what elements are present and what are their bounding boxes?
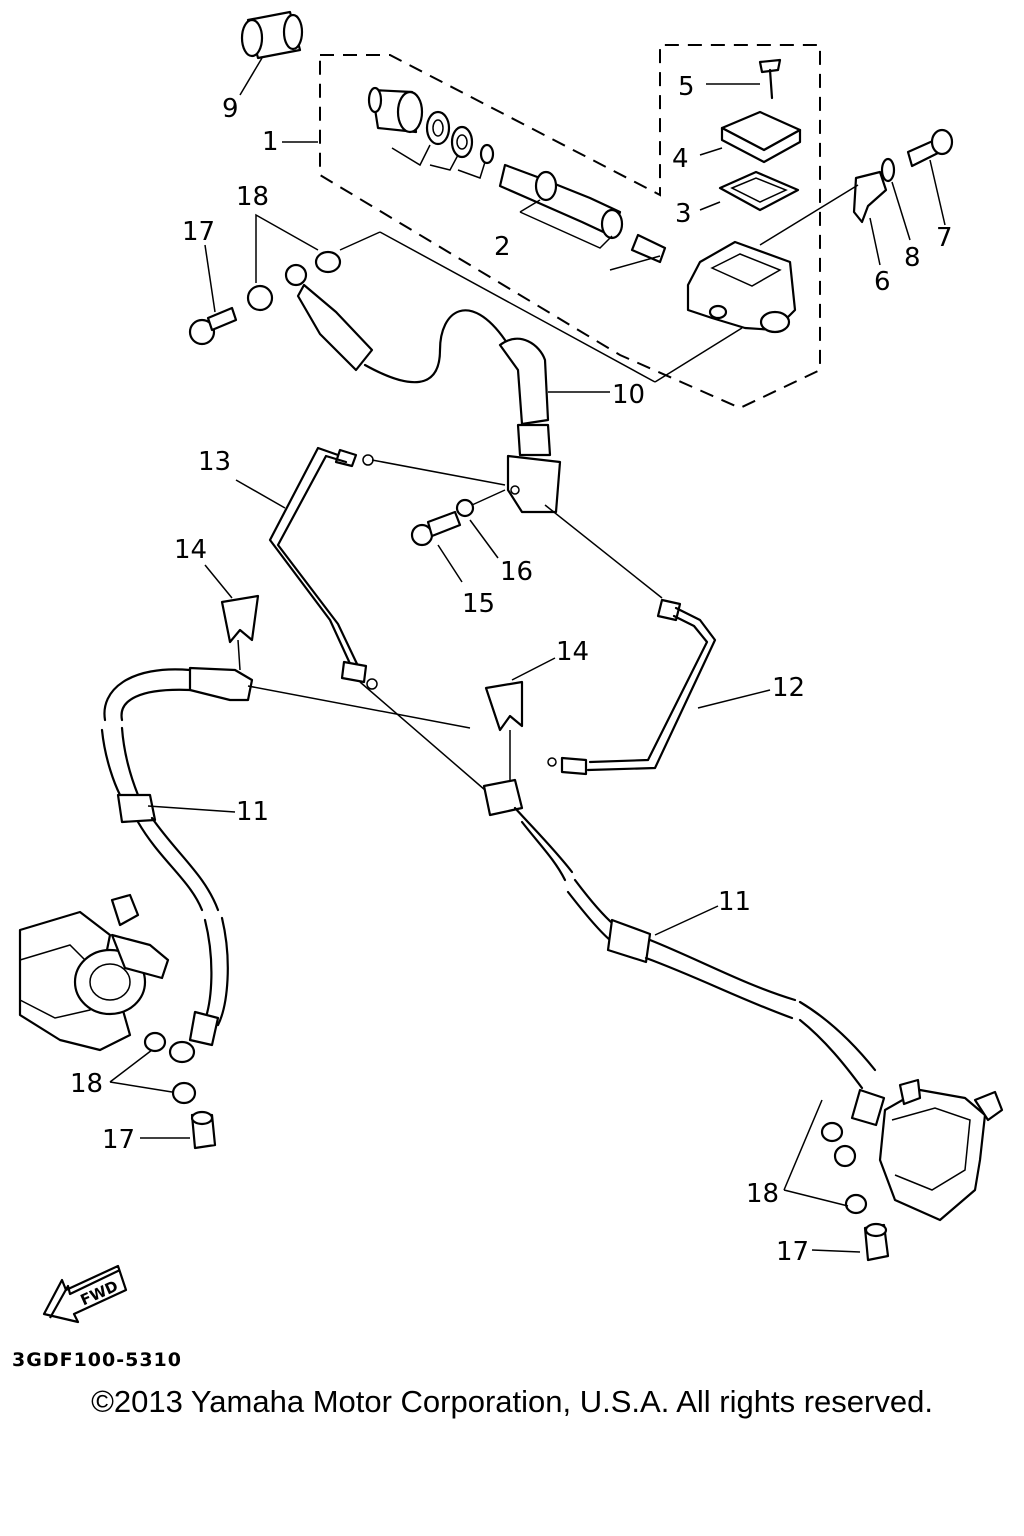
callout-10: 10 — [612, 380, 645, 410]
left-caliper-fasteners — [109, 1049, 217, 1150]
right-caliper-fasteners — [783, 1099, 890, 1262]
bolt-part-17-top — [188, 244, 238, 346]
callout-11-left: 11 — [236, 797, 269, 827]
callout-6: 6 — [874, 267, 891, 297]
callout-11-right: 11 — [718, 887, 751, 917]
push-rod-part-2 — [498, 163, 667, 271]
brake-pipe-part-13 — [235, 446, 506, 690]
master-cylinder-body — [654, 240, 797, 383]
union-bolt-part-15 — [410, 510, 463, 583]
piston-kit-part-1 — [282, 86, 495, 179]
callout-14-left: 14 — [174, 535, 207, 565]
callout-17-left: 17 — [102, 1125, 135, 1155]
cap-screw-part-5 — [706, 58, 782, 100]
callout-18-right: 18 — [746, 1179, 779, 1209]
callout-labels: 9 1 5 4 3 2 18 17 7 8 6 10 13 14 16 15 1… — [12, 72, 953, 1371]
master-cylinder-kit-outline — [319, 44, 821, 410]
clamp-part-14-left — [204, 564, 260, 671]
diaphragm-part-3 — [699, 170, 800, 212]
callout-14-right: 14 — [556, 637, 589, 667]
clamp-part-14-right — [484, 657, 556, 790]
callout-7: 7 — [936, 223, 953, 253]
callout-8: 8 — [904, 243, 921, 273]
gasket-part-16 — [455, 489, 506, 559]
brake-caliper-right — [820, 1078, 1004, 1222]
callout-5: 5 — [678, 72, 695, 102]
boot-part-9 — [239, 10, 304, 96]
callout-3: 3 — [675, 199, 692, 229]
brake-hose-part-11-left — [100, 666, 471, 1064]
brake-hose-part-10 — [284, 231, 656, 514]
holder-part-6 — [759, 170, 888, 266]
figure-code: 3GDF100-5310 — [12, 1349, 182, 1371]
callout-2: 2 — [494, 232, 511, 262]
copyright-notice: ©2013 Yamaha Motor Corporation, U.S.A. A… — [91, 1384, 933, 1419]
brake-hose-part-11-right — [359, 681, 886, 1127]
callout-18-left: 18 — [70, 1069, 103, 1099]
callout-4: 4 — [672, 144, 689, 174]
fwd-arrow-icon: FWD — [42, 1264, 128, 1324]
reservoir-cap-part-4 — [699, 110, 802, 164]
callout-17-top: 17 — [182, 217, 215, 247]
brake-caliper-left — [18, 893, 170, 1053]
callout-17-right: 17 — [776, 1237, 809, 1267]
callout-9: 9 — [222, 94, 239, 124]
callout-16: 16 — [500, 557, 533, 587]
callout-15: 15 — [462, 589, 495, 619]
callout-18-top: 18 — [236, 182, 269, 212]
bolt-part-7 — [906, 128, 954, 226]
washer-part-18-top — [246, 213, 342, 312]
callout-12: 12 — [772, 673, 805, 703]
brake-pipe-part-12 — [544, 504, 771, 776]
washer-part-8 — [880, 157, 911, 241]
callout-1: 1 — [262, 127, 279, 157]
callout-13: 13 — [198, 447, 231, 477]
